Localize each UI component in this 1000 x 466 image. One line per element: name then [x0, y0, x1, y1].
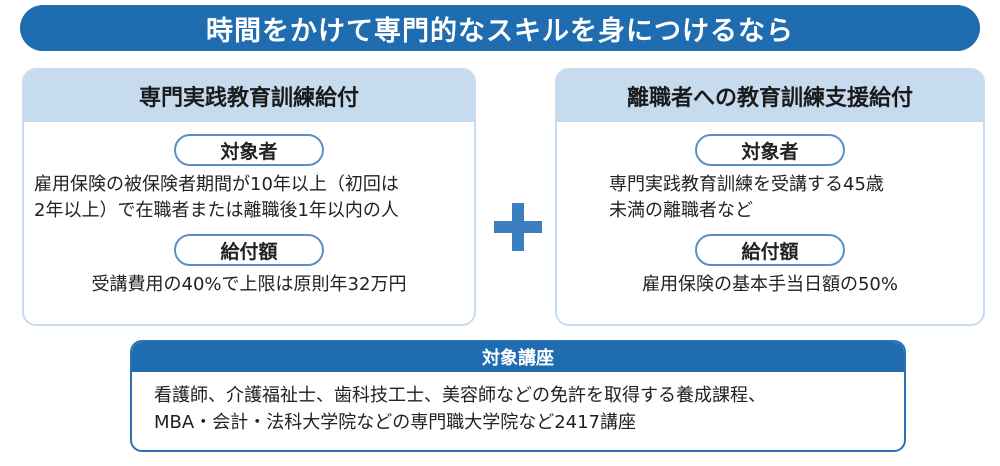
card-unemployed-support-benefit: 離職者への教育訓練支援給付 対象者 専門実践教育訓練を受講する45歳 未満の離職… [555, 68, 985, 326]
main-title: 時間をかけて専門的なスキルを身につけるなら [20, 5, 980, 51]
plus-icon [494, 203, 542, 251]
text-line: 未満の離職者など [609, 200, 753, 221]
text-line: 2年以上）で在職者または離職後1年以内の人 [34, 200, 399, 221]
amount-label: 給付額 [174, 234, 324, 266]
target-label: 対象者 [174, 134, 324, 166]
text-line: MBA・会計・法科大学院などの専門職大学院など2417講座 [154, 412, 636, 433]
target-label: 対象者 [695, 134, 845, 166]
courses-heading: 対象講座 [132, 342, 904, 372]
card-heading: 専門実践教育訓練給付 [24, 70, 474, 122]
card-heading: 離職者への教育訓練支援給付 [557, 70, 983, 122]
target-description: 専門実践教育訓練を受講する45歳 未満の離職者など [557, 172, 983, 224]
target-courses-box: 対象講座 看護師、介護福祉士、歯科技工士、美容師などの免許を取得する養成課程、 … [130, 340, 906, 452]
amount-description: 受講費用の40%で上限は原則年32万円 [91, 274, 407, 295]
target-description: 雇用保険の被保険者期間が10年以上（初回は 2年以上）で在職者または離職後1年以… [24, 172, 474, 224]
text-line: 看護師、介護福祉士、歯科技工士、美容師などの免許を取得する養成課程、 [154, 385, 766, 406]
amount-label: 給付額 [695, 234, 845, 266]
card-professional-training-benefit: 専門実践教育訓練給付 対象者 雇用保険の被保険者期間が10年以上（初回は 2年以… [22, 68, 476, 326]
amount-description: 雇用保険の基本手当日額の50% [641, 274, 898, 295]
text-line: 雇用保険の被保険者期間が10年以上（初回は [34, 174, 399, 195]
text-line: 専門実践教育訓練を受講する45歳 [609, 174, 884, 195]
courses-description: 看護師、介護福祉士、歯科技工士、美容師などの免許を取得する養成課程、 MBA・会… [132, 372, 904, 436]
